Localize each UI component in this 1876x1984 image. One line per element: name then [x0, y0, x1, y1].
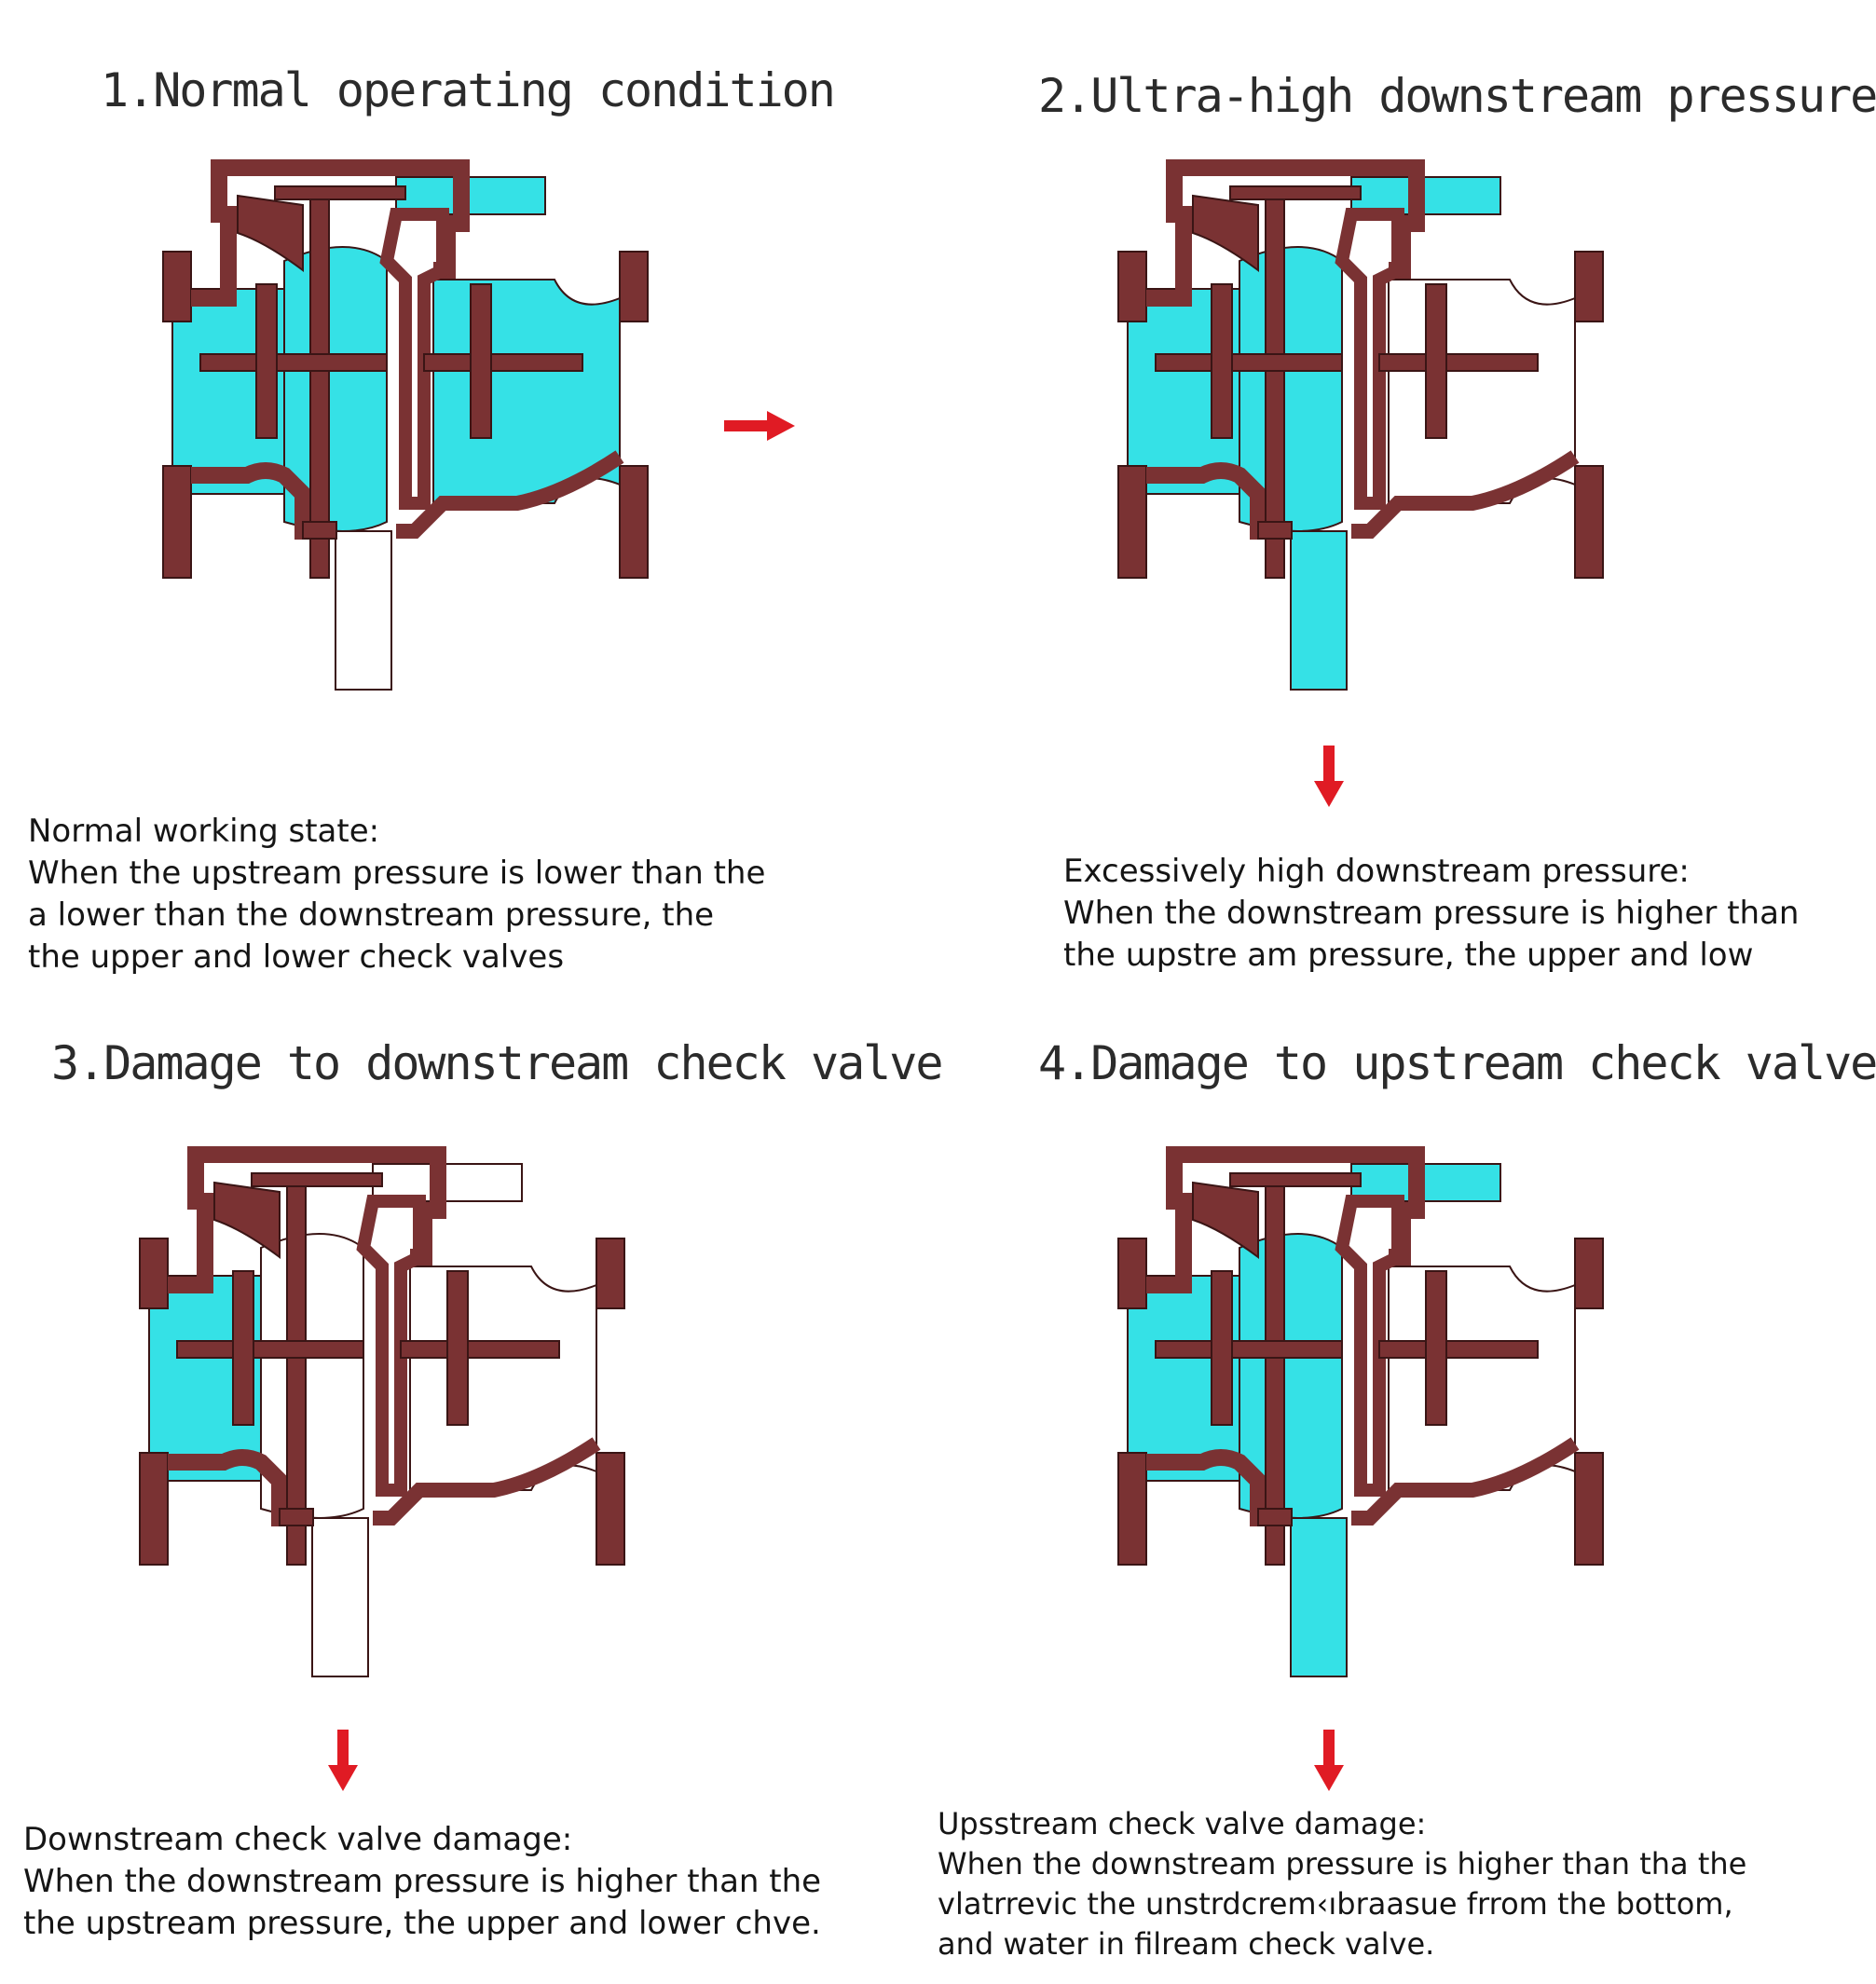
- lower-seat: [1257, 521, 1293, 540]
- downstream-check-disc: [423, 353, 583, 372]
- valve-body-wall: [1146, 462, 1291, 540]
- downstream-disc-plate: [1425, 283, 1447, 439]
- description-heading: Excessively high downstream pressure:: [1063, 853, 1690, 890]
- panel-3: 3.Damage to downstream check valve Downs…: [0, 992, 943, 1984]
- downstream-check-disc: [1378, 353, 1539, 372]
- valve-body-wall: [168, 1449, 312, 1526]
- flange: [1574, 1238, 1604, 1309]
- valve-stem: [286, 1172, 307, 1566]
- flange: [139, 1238, 169, 1309]
- drain-pipe: [1290, 1517, 1348, 1677]
- lower-seat: [1257, 1508, 1293, 1526]
- upper-chamber-wall: [1192, 1181, 1259, 1259]
- panel-description: Normal working state: When the upstream …: [28, 811, 765, 978]
- drain-pipe: [311, 1517, 369, 1677]
- description-line: the ɯpstre am pressure, the upper and lo…: [1063, 937, 1754, 974]
- panel-1: 1.Normal operating condition Normal work…: [0, 0, 917, 992]
- lower-seat: [279, 1508, 314, 1526]
- flange: [1574, 1452, 1604, 1566]
- valve-stem: [1265, 185, 1285, 579]
- partition-wall: [1335, 1195, 1404, 1497]
- arrow-right-icon: [724, 411, 795, 441]
- description-heading: Normal working state:: [28, 813, 380, 850]
- valve-body-wall: [396, 450, 624, 539]
- flange: [596, 1452, 625, 1566]
- flange: [1574, 251, 1604, 322]
- diaphragm-plate: [1229, 185, 1362, 200]
- downstream-disc-plate: [470, 283, 492, 439]
- upper-chamber-wall: [237, 194, 304, 272]
- flange: [162, 465, 192, 579]
- valve-body-wall: [1351, 450, 1580, 539]
- upper-chamber-wall: [1192, 194, 1259, 272]
- flange: [1117, 1452, 1147, 1566]
- description-line: the upper and lower check valves: [28, 938, 565, 976]
- description-line: a lower than the downstream pressure, th…: [28, 896, 715, 934]
- valve-body-wall: [191, 462, 335, 540]
- upstream-disc-plate: [232, 1270, 254, 1426]
- arrow-down-icon: [1314, 746, 1344, 807]
- valve-stem: [309, 185, 330, 579]
- drain-pipe: [1290, 530, 1348, 691]
- upstream-disc-plate: [255, 283, 278, 439]
- description-line: When the downstream pressure is higher t…: [938, 1846, 1747, 1881]
- partition-wall: [379, 208, 449, 510]
- flange: [1117, 465, 1147, 579]
- panel-description: Upsstream check valve damage: When the d…: [938, 1804, 1746, 1964]
- panel-title: 4.Damage to upstream check valve: [1038, 1036, 1876, 1090]
- panel-title: 3.Damage to downstream check valve: [51, 1036, 943, 1090]
- panel-4: 4.Damage to upstream check valve Upsstre…: [917, 992, 1876, 1984]
- description-heading: Downstream check valve damage:: [23, 1821, 573, 1858]
- downstream-check-disc: [1378, 1340, 1539, 1359]
- partition-wall: [356, 1195, 426, 1497]
- drain-pipe: [335, 530, 392, 691]
- downstream-disc-plate: [1425, 1270, 1447, 1426]
- upper-chamber-wall: [213, 1181, 281, 1259]
- panel-title: 2.Ultra-high downstream pressure: [1038, 69, 1876, 123]
- upstream-check-disc: [176, 1340, 364, 1359]
- valve-diagram: [162, 159, 649, 691]
- description-line: When the downstream pressure is higher t…: [23, 1863, 822, 1900]
- valve-body-wall: [1146, 1449, 1291, 1526]
- panel-description: Excessively high downstream pressure: Wh…: [1063, 851, 1799, 977]
- downstream-check-disc: [400, 1340, 560, 1359]
- lower-seat: [302, 521, 337, 540]
- upstream-disc-plate: [1211, 283, 1233, 439]
- valve-diagram: [1117, 1146, 1604, 1677]
- description-line: the upstream pressure, the upper and low…: [23, 1905, 821, 1942]
- arrow-down-icon: [1314, 1730, 1344, 1791]
- valve-body-wall: [373, 1437, 601, 1526]
- downstream-disc-plate: [446, 1270, 469, 1426]
- flange: [1117, 251, 1147, 322]
- flange: [162, 251, 192, 322]
- partition-wall: [1335, 208, 1404, 510]
- panel-title: 1.Normal operating condition: [101, 63, 836, 117]
- panel-description: Downstream check valve damage: When the …: [23, 1819, 821, 1945]
- flange: [1574, 465, 1604, 579]
- description-line: and water in filream check valve.: [938, 1926, 1435, 1962]
- flange: [1117, 1238, 1147, 1309]
- flange: [619, 251, 649, 322]
- valve-diagram: [1117, 159, 1604, 691]
- description-line: When the upstream pressure is lower than…: [28, 855, 766, 892]
- diaphragm-plate: [1229, 1172, 1362, 1187]
- panel-2: 2.Ultra-high downstream pressure Excessi…: [917, 0, 1876, 992]
- diaphragm-plate: [274, 185, 406, 200]
- description-line: vlatrrevic the unstrdcrem‹ıbraasue frrom…: [938, 1886, 1733, 1922]
- valve-body-wall: [1351, 1437, 1580, 1526]
- valve-stem: [1265, 1172, 1285, 1566]
- upstream-check-disc: [199, 353, 388, 372]
- description-line: When the downstream pressure is higher t…: [1063, 895, 1800, 932]
- arrow-down-icon: [328, 1730, 358, 1791]
- diaphragm-plate: [251, 1172, 383, 1187]
- valve-diagram: [139, 1146, 625, 1677]
- description-heading: Upsstream check valve damage:: [938, 1806, 1427, 1841]
- flange: [139, 1452, 169, 1566]
- upstream-disc-plate: [1211, 1270, 1233, 1426]
- upstream-check-disc: [1155, 353, 1343, 372]
- flange: [596, 1238, 625, 1309]
- upstream-check-disc: [1155, 1340, 1343, 1359]
- flange: [619, 465, 649, 579]
